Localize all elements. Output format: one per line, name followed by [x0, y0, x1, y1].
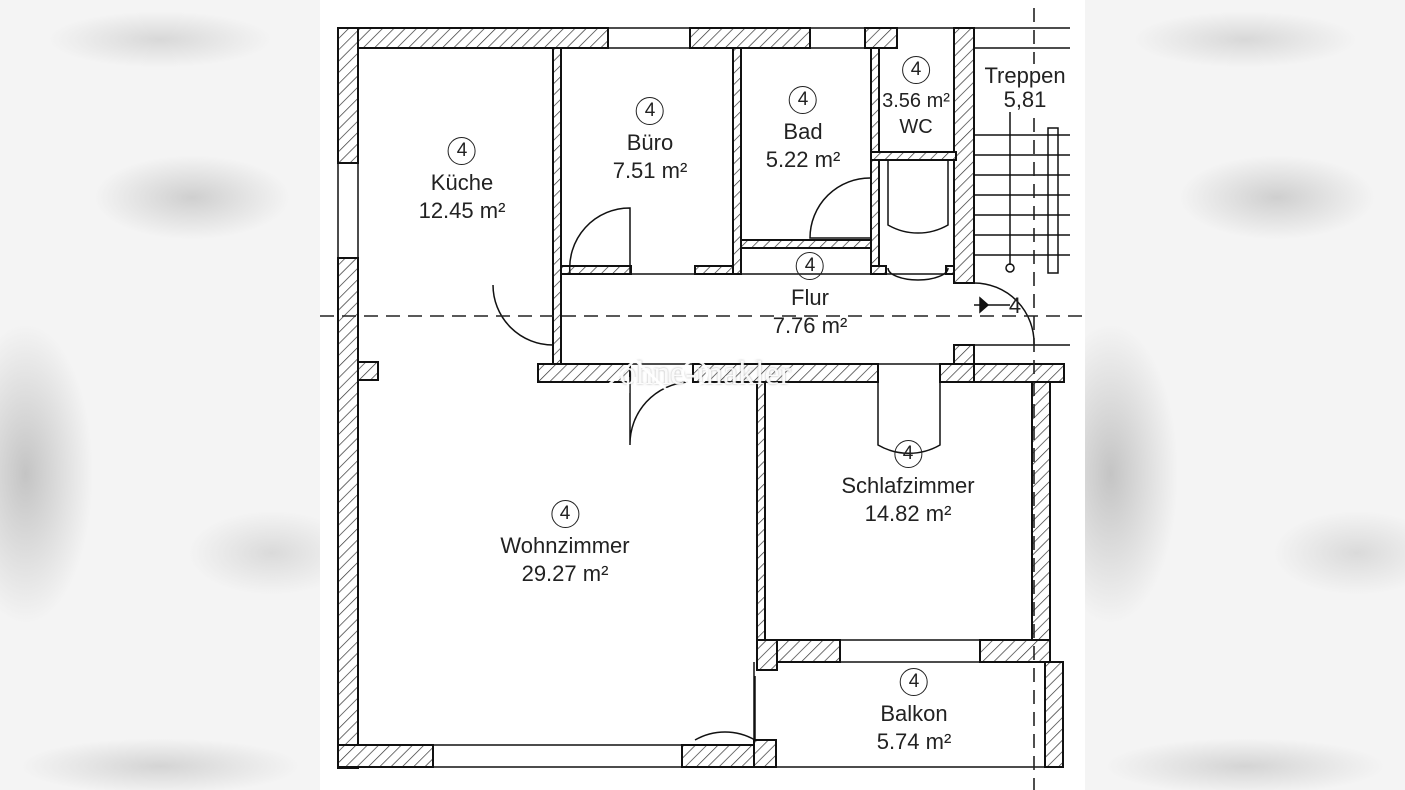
room-label-kueche: 4 Küche 12.45 m²	[419, 135, 505, 225]
floor-plan-drawing	[320, 8, 1085, 790]
room-marker: 4	[789, 86, 817, 114]
room-label-treppe: Treppen 5,81	[984, 63, 1066, 112]
watermark: ohne-makler	[590, 355, 820, 395]
room-label-flur: 4 Flur 7.76 m²	[773, 250, 847, 340]
room-marker: 4	[900, 668, 928, 696]
room-label-wc: 4 3.56 m² WC	[882, 56, 950, 140]
blurred-background-left	[0, 0, 320, 790]
room-label-wohnzimmer: 4 Wohnzimmer 29.27 m²	[500, 498, 630, 588]
room-marker: 4	[551, 500, 579, 528]
blurred-background-right	[1085, 0, 1405, 790]
floor-plan: 4 Küche 12.45 m² 4 Büro 7.51 m² 4 Bad 5.…	[320, 0, 1085, 790]
room-marker: 4	[902, 56, 930, 84]
house-logo-icon	[599, 358, 709, 395]
room-label-balkon: 4 Balkon 5.74 m²	[877, 666, 951, 756]
room-marker: 4	[796, 252, 824, 280]
room-label-buero: 4 Büro 7.51 m²	[613, 95, 687, 185]
room-marker: 4	[447, 137, 476, 165]
section-marker: 4	[1008, 293, 1022, 318]
room-label-schlafzimmer: 4 Schlafzimmer 14.82 m²	[841, 438, 975, 528]
room-label-bad: 4 Bad 5.22 m²	[766, 84, 840, 174]
room-marker: 4	[636, 97, 664, 125]
room-marker: 4	[894, 440, 922, 468]
